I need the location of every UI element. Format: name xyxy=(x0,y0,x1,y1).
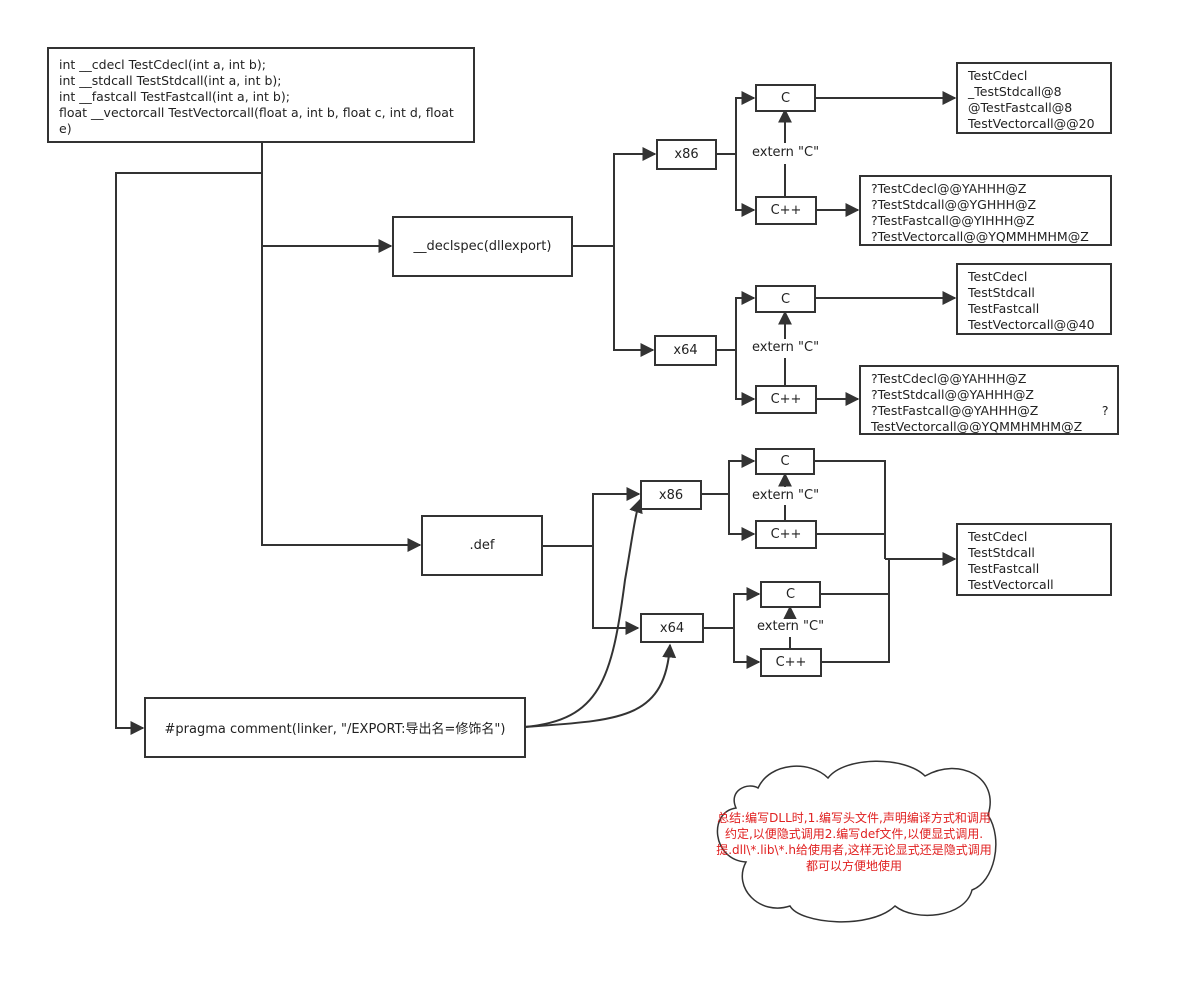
result-line: TestCdecl xyxy=(968,269,1028,284)
edge-def-x64-c-out xyxy=(820,559,890,595)
declspec-x86-cpp-box: C++ xyxy=(755,196,817,225)
result-declspec-x86-cpp: ?TestCdecl@@YAHHH@Z ?TestStdcall@@YGHHH@… xyxy=(859,175,1112,246)
def-x64-box: x64 xyxy=(640,613,704,643)
result-line: TestVectorcall@@20 xyxy=(968,116,1095,131)
edge-x64-cpp xyxy=(716,349,756,406)
def-x64-cpp-box: C++ xyxy=(760,648,822,677)
result-line: TestFastcall xyxy=(968,301,1040,316)
def-x64-c-box: C xyxy=(760,581,821,608)
edge-x86-c xyxy=(716,91,756,155)
result-line: _TestStdcall@8 xyxy=(968,84,1062,99)
result-line: ?TestCdecl@@YAHHH@Z xyxy=(871,181,1027,196)
edge-pragma-x64 xyxy=(524,643,677,728)
edge-def-x64 xyxy=(542,545,640,635)
result-line: TestVectorcall@@40 xyxy=(968,317,1095,332)
result-declspec-x64-c: TestCdecl TestStdcall TestFastcall TestV… xyxy=(956,263,1112,335)
def-x86-box: x86 xyxy=(640,480,702,510)
edge-declspec-x64 xyxy=(572,245,655,357)
edge-declspec-x86 xyxy=(572,147,657,247)
declspec-x64-extern-label: extern "C" xyxy=(750,340,822,355)
result-line: TestVectorcall xyxy=(968,577,1054,592)
edge-def-x86 xyxy=(542,487,641,547)
declspec-x64-cpp-box: C++ xyxy=(755,385,817,414)
result-line: TestVectorcall@@YQMMHMHM@Z xyxy=(871,419,1083,434)
edge-decl-trunk xyxy=(261,143,422,552)
declspec-x86-extern-label: extern "C" xyxy=(750,145,822,160)
declaration-line: int __stdcall TestStdcall(int a, int b); xyxy=(59,73,282,88)
declspec-x64-box: x64 xyxy=(654,335,717,366)
result-line: ?TestFastcall@@YIHHH@Z xyxy=(871,213,1035,228)
result-line: ?TestFastcall@@YAHHH@Z ? xyxy=(871,403,1109,418)
def-x86-cpp-box: C++ xyxy=(755,520,817,549)
edge-x64-c xyxy=(716,291,756,351)
edge-def-x64-cpp xyxy=(703,627,761,669)
def-x64-extern-label: extern "C" xyxy=(755,619,827,634)
edge-def-x86-c xyxy=(701,454,756,495)
result-line: ?TestStdcall@@YGHHH@Z xyxy=(871,197,1037,212)
result-line: TestStdcall xyxy=(968,285,1035,300)
summary-note: 总结:编写DLL时,1.编写头文件,声明编译方式和调用约定,以便隐式调用2.编写… xyxy=(716,811,992,873)
declaration-line: int __cdecl TestCdecl(int a, int b); xyxy=(59,57,266,72)
result-declspec-x86-c: TestCdecl _TestStdcall@8 @TestFastcall@8… xyxy=(956,62,1112,134)
result-line: ?TestCdecl@@YAHHH@Z xyxy=(871,371,1027,386)
declarations-box: int __cdecl TestCdecl(int a, int b); int… xyxy=(47,47,475,143)
declspec-box: __declspec(dllexport) xyxy=(392,216,573,277)
declspec-x64-c-box: C xyxy=(755,285,816,313)
edge-def-x64-cpp-out xyxy=(821,559,890,663)
result-line: TestCdecl xyxy=(968,68,1028,83)
result-line: TestStdcall xyxy=(968,545,1035,560)
edge-def-x86-cpp xyxy=(701,493,756,541)
result-line: @TestFastcall@8 xyxy=(968,100,1073,115)
declspec-x86-box: x86 xyxy=(656,139,717,170)
edge-decl-pragma xyxy=(115,172,262,735)
result-declspec-x64-cpp: ?TestCdecl@@YAHHH@Z ?TestStdcall@@YAHHH@… xyxy=(859,365,1119,435)
result-def-all: TestCdecl TestStdcall TestFastcall TestV… xyxy=(956,523,1112,596)
result-line: TestCdecl xyxy=(968,529,1028,544)
result-line: ?TestStdcall@@YAHHH@Z xyxy=(871,387,1034,402)
pragma-box: #pragma comment(linker, "/EXPORT:导出名=修饰名… xyxy=(144,697,526,758)
def-x86-extern-label: extern "C" xyxy=(750,488,822,503)
declaration-line: float __vectorcall TestVectorcall(float … xyxy=(59,105,454,136)
edge-x86-cpp xyxy=(716,153,756,217)
def-x86-c-box: C xyxy=(755,448,815,475)
result-line: TestFastcall xyxy=(968,561,1040,576)
edge-def-x86-c-out xyxy=(814,460,886,559)
edge-def-x64-c xyxy=(703,587,761,629)
declaration-line: int __fastcall TestFastcall(int a, int b… xyxy=(59,89,290,104)
result-line: ?TestVectorcall@@YQMMHMHM@Z xyxy=(871,229,1089,244)
declspec-x86-c-box: C xyxy=(755,84,816,112)
edge-pragma-x86 xyxy=(524,498,643,728)
summary-cloud-shape xyxy=(716,760,997,923)
def-box: .def xyxy=(421,515,543,576)
